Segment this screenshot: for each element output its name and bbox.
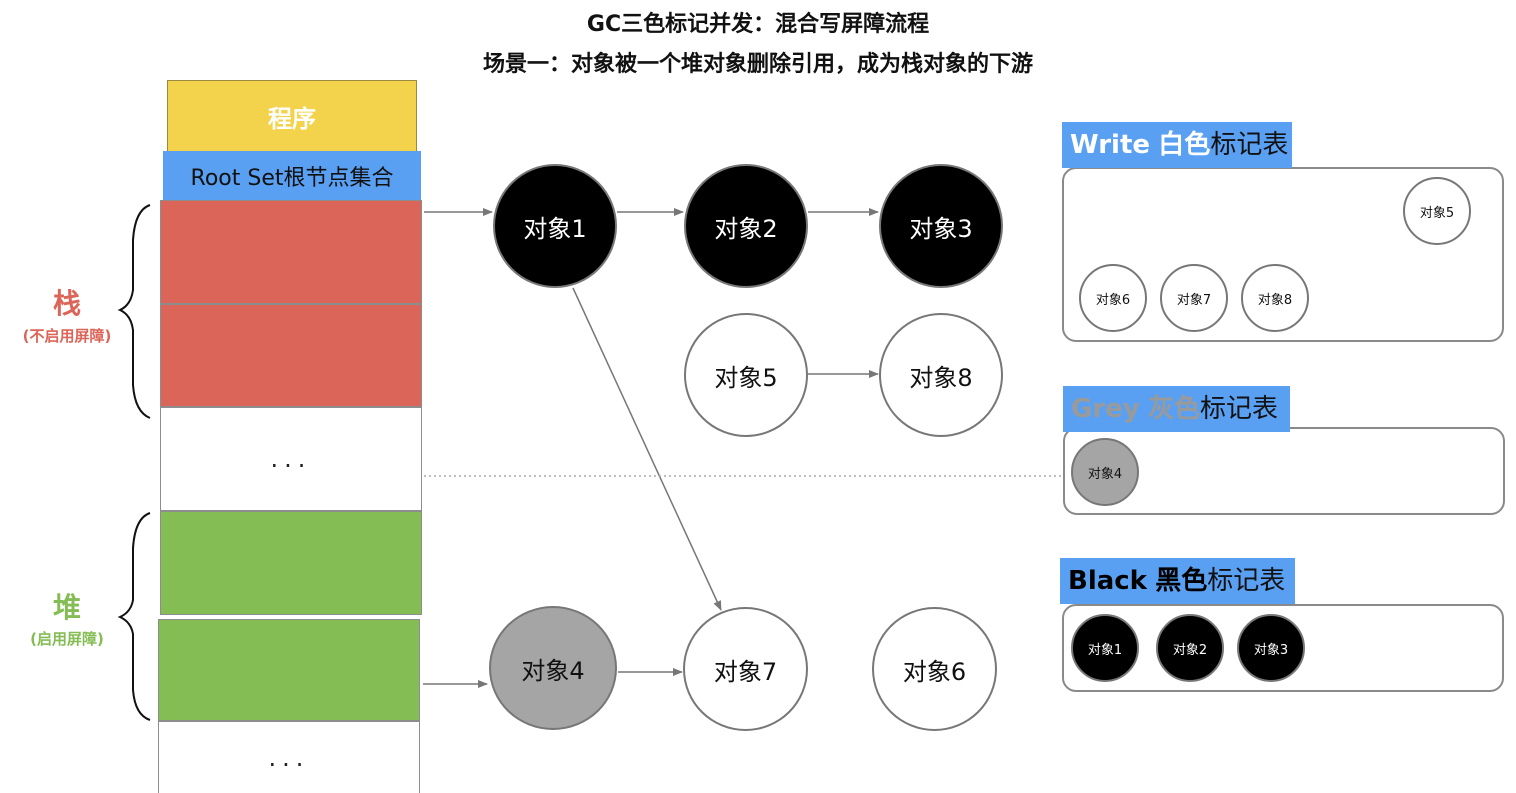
grey-table-title-color: 灰色	[1148, 394, 1201, 424]
diagram-title-line2: 场景一：对象被一个堆对象删除引用，成为栈对象的下游	[482, 52, 1033, 77]
black-table-title-color: 黑色	[1155, 566, 1208, 596]
heap-ellipsis-block: ...	[158, 721, 420, 793]
arrow-obj1-to-obj7	[572, 287, 722, 611]
program-block: 程序	[167, 80, 417, 152]
grey-table-item: 对象4	[1071, 438, 1139, 506]
heap-block-1	[160, 511, 422, 615]
grey-table-title: Grey 灰色标记表	[1063, 386, 1290, 432]
white-table-box	[1062, 167, 1504, 342]
white-table-item: 对象6	[1079, 264, 1147, 332]
black-table-item: 对象1	[1071, 614, 1139, 682]
heap-label: 堆	[52, 591, 81, 624]
white-table-title: Write 白色标记表	[1062, 122, 1292, 168]
heap-block-2	[158, 619, 420, 721]
diagram-title-line1: GC三色标记并发：混合写屏障流程	[586, 12, 930, 37]
node-obj3: 对象3	[879, 164, 1003, 288]
node-obj1: 对象1	[493, 164, 617, 288]
brace-heap	[117, 512, 151, 721]
black-table-box	[1062, 604, 1504, 692]
stack-ellipsis-block: ...	[160, 407, 422, 511]
root-set-block: Root Set根节点集合	[163, 151, 421, 200]
stack-frame-2	[160, 304, 422, 407]
black-table-item: 对象3	[1237, 614, 1305, 682]
grey-table-title-en: Grey	[1071, 394, 1140, 424]
black-table-title: Black 黑色标记表	[1060, 558, 1295, 604]
node-obj7: 对象7	[683, 607, 808, 731]
stack-label: 栈	[52, 287, 81, 320]
node-obj5: 对象5	[684, 313, 808, 437]
brace-stack	[117, 204, 151, 419]
stack-label-note: (不启用屏障)	[22, 327, 112, 345]
black-table-title-en: Black	[1068, 566, 1147, 596]
node-obj4: 对象4	[489, 606, 617, 730]
node-obj2: 对象2	[684, 164, 808, 288]
white-table-title-en: Write	[1070, 130, 1151, 160]
white-table-item: 对象8	[1241, 264, 1309, 332]
grey-table-title-suffix: 标记表	[1200, 394, 1279, 424]
black-table-item: 对象2	[1156, 614, 1224, 682]
white-table-title-color: 白色	[1158, 130, 1211, 160]
stack-frame-1	[160, 200, 422, 304]
heap-label-note: (启用屏障)	[30, 630, 104, 648]
white-table-item: 对象5	[1403, 177, 1471, 245]
white-table-item: 对象7	[1160, 264, 1228, 332]
black-table-title-suffix: 标记表	[1207, 566, 1286, 596]
node-obj6: 对象6	[872, 607, 997, 731]
white-table-title-suffix: 标记表	[1210, 130, 1289, 160]
node-obj8: 对象8	[879, 313, 1003, 437]
